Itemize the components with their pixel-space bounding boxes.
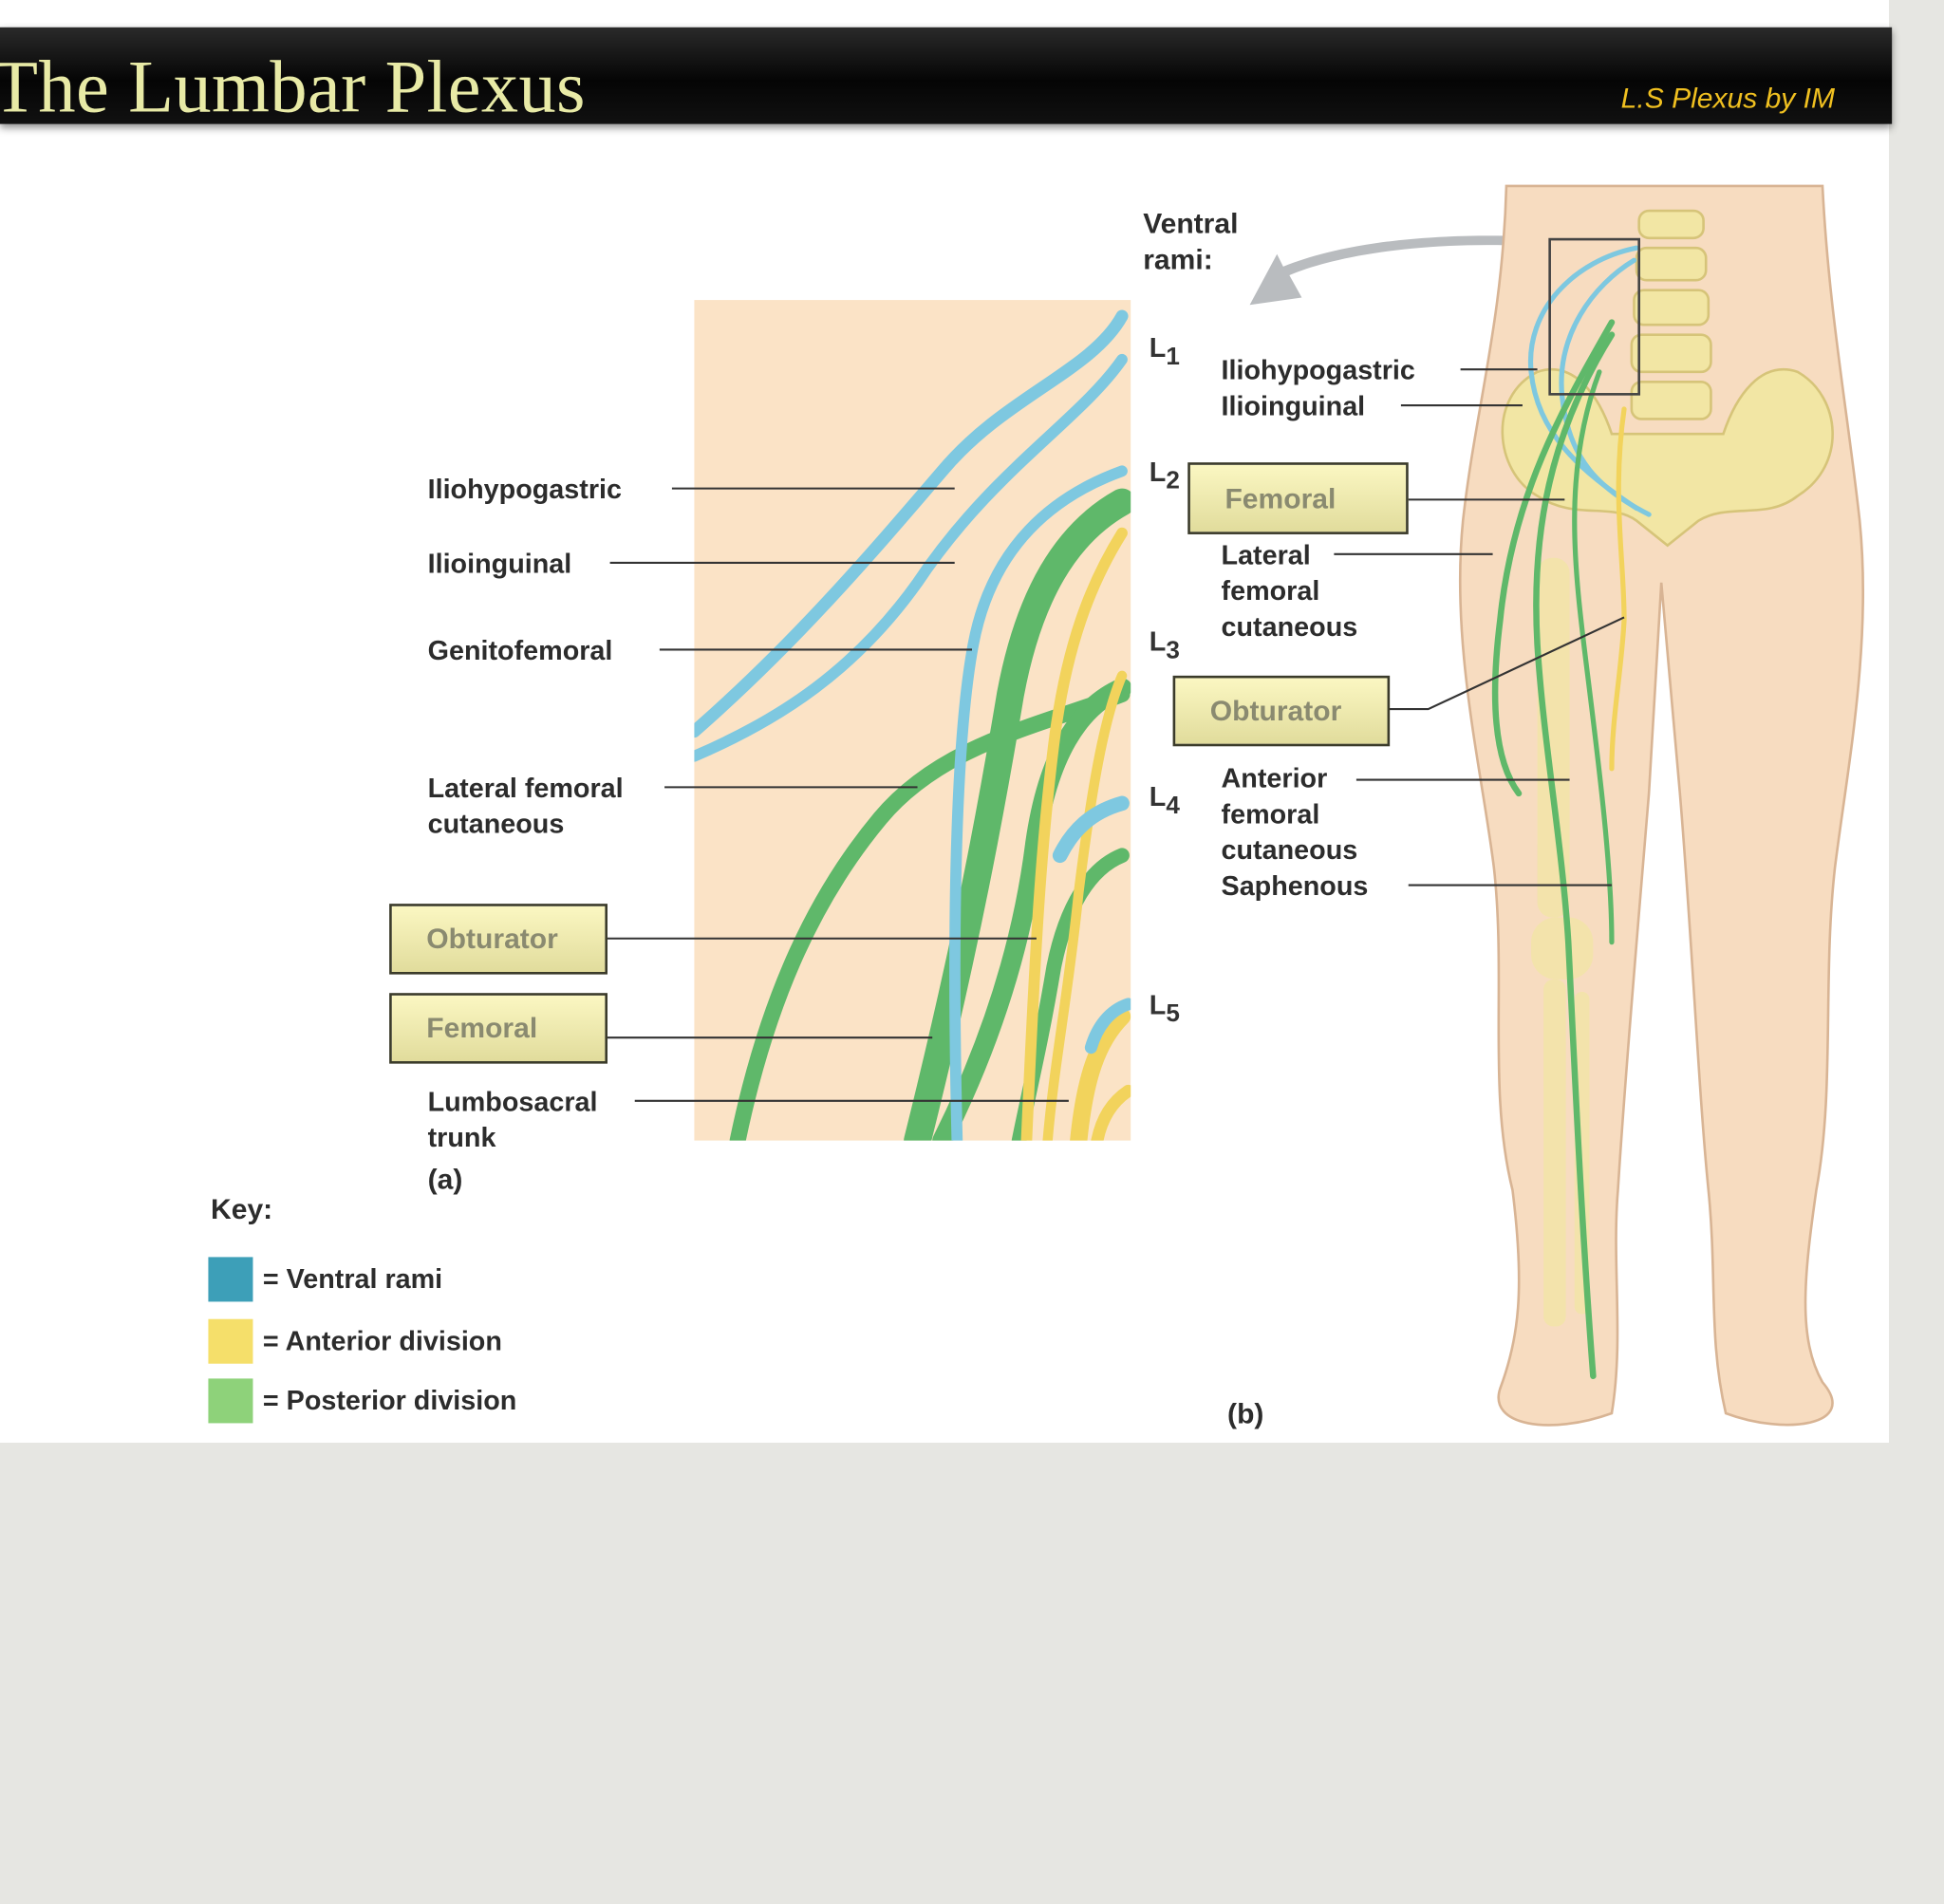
label-b-obturator-box: Obturator: [1172, 675, 1391, 747]
lumbar-plexus-diagram: [605, 184, 1865, 1427]
nerve-ramus-l4: [1052, 795, 1130, 864]
nerve-genitofemoral: [949, 465, 1128, 1141]
level-l3: L3: [1149, 625, 1180, 665]
key-swatch-ventral: [208, 1257, 253, 1302]
spine: [1630, 209, 1712, 420]
key-title: Key:: [211, 1192, 273, 1225]
label-a-obturator-box: Obturator: [389, 904, 608, 975]
label-b-ventral-rami-heading: Ventral rami:: [1143, 207, 1239, 275]
label-a-iliohypogastric: Iliohypogastric: [427, 473, 622, 505]
slide-title: The Lumbar Plexus: [0, 46, 586, 124]
anterior-division-nerves: [1020, 527, 1131, 1141]
key-item-posterior: = Posterior division: [208, 1378, 517, 1424]
label-b-ilioinguinal: Ilioinguinal: [1221, 390, 1366, 422]
level-l1: L1: [1149, 332, 1180, 371]
label-b-femoral-box: Femoral: [1187, 462, 1409, 534]
panel-a-illustration: [694, 300, 1131, 1141]
nerve-femoral-branch: [932, 678, 1131, 1141]
nerve-obturator: [1020, 527, 1128, 1141]
key-label-anterior: = Anterior division: [262, 1325, 502, 1356]
label-a-ilioinguinal: Ilioinguinal: [427, 548, 572, 579]
level-l5: L5: [1149, 989, 1180, 1028]
label-a-lateral-femoral-cutaneous: Lateral femoral cutaneous: [427, 772, 624, 840]
label-a-genitofemoral: Genitofemoral: [427, 634, 613, 666]
label-b-saphenous: Saphenous: [1221, 869, 1369, 902]
level-l2: L2: [1149, 456, 1180, 495]
key-swatch-anterior: [208, 1318, 253, 1364]
nerve-ramus-l5: [1084, 998, 1131, 1055]
ventral-rami-nerves: [694, 309, 1131, 1141]
nerve-obturator-branch: [1042, 670, 1128, 1141]
key-swatch-posterior: [208, 1378, 253, 1424]
panel-a-leader-lines: [605, 487, 1069, 1102]
label-b-lateral-femoral-cutaneous: Lateral femoral cutaneous: [1221, 539, 1358, 643]
label-b-iliohypogastric: Iliohypogastric: [1221, 354, 1415, 386]
panel-b-leader-lines: [1334, 368, 1625, 887]
key-label-ventral: = Ventral rami: [262, 1262, 443, 1295]
label-b-anterior-femoral-cutaneous: Anterior femoral cutaneous: [1221, 762, 1358, 866]
nerve-iliohypogastric: [694, 309, 1129, 738]
level-l4: L4: [1149, 780, 1180, 820]
spine-highlight-box: [1548, 237, 1640, 396]
key-item-anterior: = Anterior division: [208, 1318, 502, 1364]
caption-a: (a): [427, 1163, 463, 1196]
label-a-femoral-box: Femoral: [389, 993, 608, 1064]
key-item-ventral: = Ventral rami: [208, 1257, 443, 1302]
slide-credit: L.S Plexus by IM: [1620, 82, 1836, 115]
leader-b-obturator: [1388, 616, 1625, 711]
caption-b: (b): [1227, 1396, 1264, 1429]
nerve-lumbosacral-trunk: [1070, 1007, 1131, 1141]
title-bar: The Lumbar Plexus L.S Plexus by IM: [0, 27, 1893, 124]
nerve-lateral-femoral-cutaneous: [729, 685, 1131, 1141]
pointer-arrow: [1249, 235, 1562, 306]
key-label-posterior: = Posterior division: [262, 1384, 517, 1416]
nerve-lumbosacral-trunk-2: [1091, 1084, 1131, 1141]
panel-b-illustration: [1458, 184, 1865, 1427]
nerve-ilioinguinal: [694, 353, 1128, 762]
label-a-lumbosacral-trunk: Lumbosacral trunk: [427, 1086, 598, 1153]
